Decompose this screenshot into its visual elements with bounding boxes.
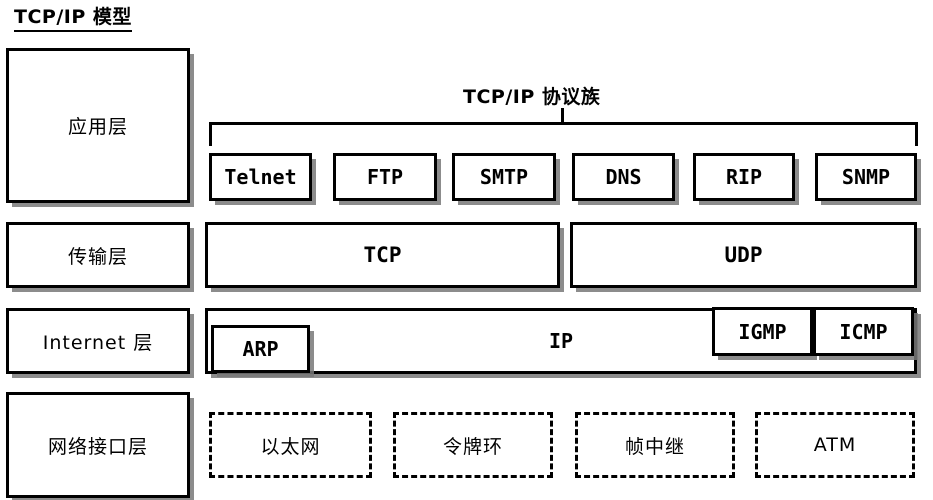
- protocol-label-snmp: SNMP: [841, 165, 891, 189]
- technology-box-token-ring: 令牌环: [393, 412, 553, 478]
- protocol-box-tcp: TCP: [205, 222, 560, 288]
- protocol-box-telnet: Telnet: [209, 153, 312, 201]
- layer-box-application: 应用层: [6, 48, 190, 203]
- protocol-box-snmp: SNMP: [815, 153, 917, 201]
- layer-label-application: 应用层: [67, 116, 128, 138]
- layer-label-network-interface: 网络接口层: [47, 435, 148, 458]
- protocol-label-telnet: Telnet: [224, 165, 297, 189]
- protocol-label-arp: ARP: [242, 337, 279, 361]
- protocol-label-smtp: SMTP: [479, 165, 529, 189]
- layer-box-network-interface: 网络接口层: [6, 392, 190, 498]
- protocol-label-icmp: ICMP: [839, 319, 888, 344]
- protocol-label-igmp: IGMP: [738, 319, 787, 344]
- layer-box-internet: Internet 层: [6, 308, 190, 374]
- layer-box-transport: 传输层: [6, 222, 190, 288]
- technology-box-atm: ATM: [755, 412, 915, 478]
- layer-label-internet: Internet 层: [42, 331, 154, 354]
- technology-label-ethernet: 以太网: [260, 435, 321, 458]
- protocol-box-dns: DNS: [572, 153, 675, 201]
- protocol-box-igmp: IGMP: [712, 307, 813, 356]
- suite-caption: TCP/IP 协议族: [463, 86, 601, 108]
- technology-label-frame-relay: 帧中继: [624, 435, 685, 458]
- technology-label-token-ring: 令牌环: [442, 435, 503, 458]
- protocol-label-rip: RIP: [725, 165, 763, 189]
- protocol-box-udp: UDP: [570, 222, 917, 288]
- protocol-box-rip: RIP: [693, 153, 795, 201]
- bracket-stem: [561, 108, 564, 124]
- protocol-label-tcp: TCP: [363, 243, 402, 267]
- protocol-label-ftp: FTP: [366, 165, 404, 189]
- technology-box-ethernet: 以太网: [209, 412, 372, 478]
- protocol-box-ftp: FTP: [333, 153, 437, 201]
- technology-label-atm: ATM: [813, 434, 857, 456]
- protocol-label-udp: UDP: [724, 243, 763, 267]
- protocol-label-ip: IP: [548, 329, 574, 353]
- protocol-box-arp: ARP: [211, 325, 310, 373]
- protocol-label-dns: DNS: [605, 165, 642, 189]
- layer-label-transport: 传输层: [67, 245, 128, 268]
- protocol-suite-bracket: [209, 122, 918, 146]
- protocol-box-smtp: SMTP: [452, 153, 556, 201]
- technology-box-frame-relay: 帧中继: [575, 412, 735, 478]
- page-title: TCP/IP 模型: [14, 2, 132, 32]
- protocol-box-icmp: ICMP: [813, 307, 914, 356]
